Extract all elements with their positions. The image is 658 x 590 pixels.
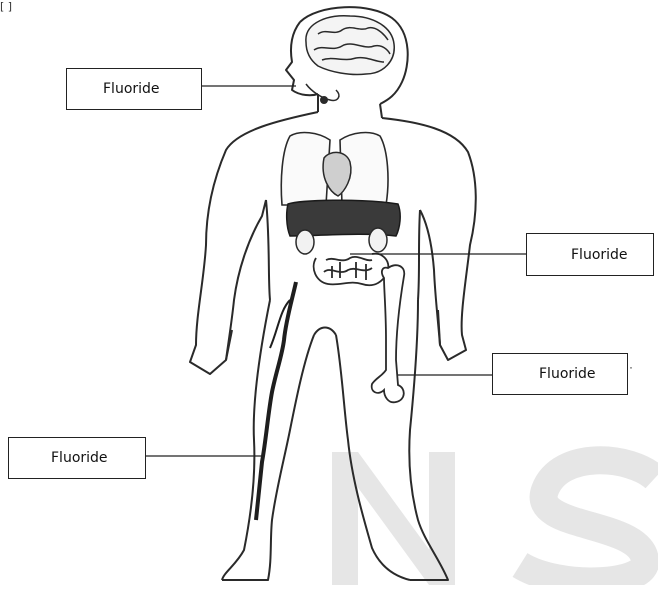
brain — [306, 16, 394, 75]
corner-mark: [ ] — [0, 0, 12, 13]
fluoride-label-bone: Fluoride — [492, 353, 628, 395]
label-text: Fluoride — [51, 450, 108, 466]
intestines — [314, 254, 389, 286]
fluoride-label-intestine: Fluoride — [526, 233, 654, 276]
femur-bone — [372, 265, 405, 402]
label-text: Fluoride — [539, 366, 596, 382]
stray-mark: · — [629, 360, 633, 374]
watermark — [332, 452, 655, 585]
leg-vein — [256, 282, 296, 520]
label-text: Fluoride — [571, 247, 628, 263]
label-text: Fluoride — [103, 81, 160, 97]
fluoride-label-leg: Fluoride — [8, 437, 146, 479]
fluoride-label-mouth: Fluoride — [66, 68, 202, 110]
throat-dot — [320, 96, 328, 104]
